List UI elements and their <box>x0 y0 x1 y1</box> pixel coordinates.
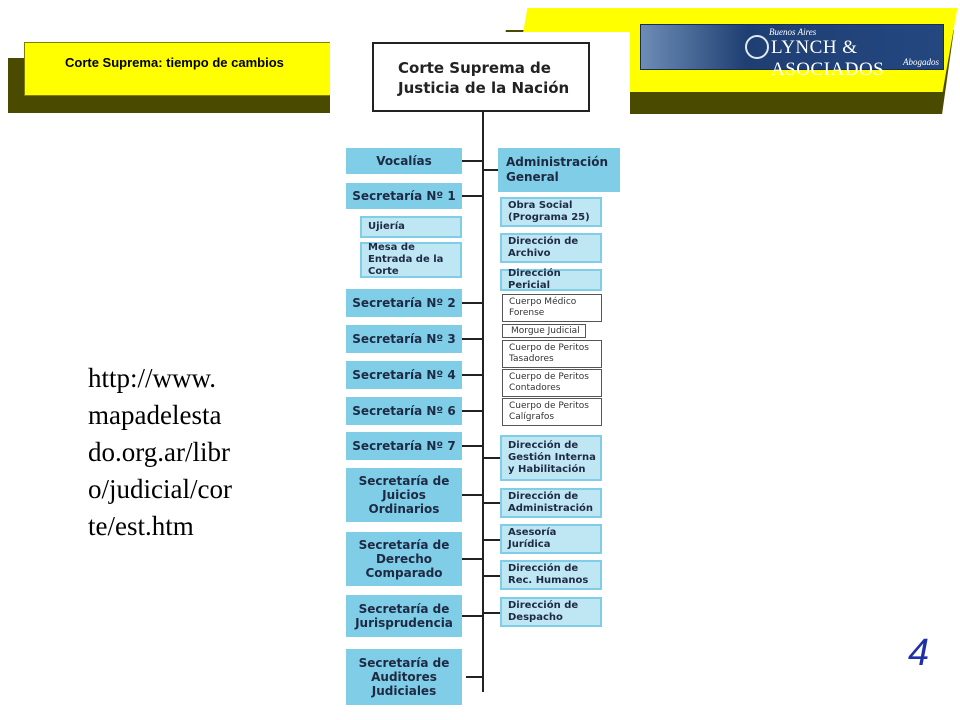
connector <box>462 195 482 197</box>
node-peritos-caligrafos: Cuerpo de Peritos Calígrafos <box>502 398 602 426</box>
node-recursos-humanos: Dirección de Rec. Humanos <box>500 560 602 590</box>
node-secretaria-7: Secretaría Nº 7 <box>346 432 462 460</box>
firm-logo: Buenos Aires LYNCH & ASOCIADOS Abogados <box>640 24 944 80</box>
connector <box>462 445 482 447</box>
logo-city: Buenos Aires <box>769 27 817 37</box>
logo-emblem-icon <box>745 35 769 59</box>
connector <box>462 558 482 560</box>
node-secretaria-4: Secretaría Nº 4 <box>346 361 462 389</box>
connector <box>484 169 498 171</box>
node-peritos-contadores: Cuerpo de Peritos Contadores <box>502 369 602 397</box>
connector <box>462 302 482 304</box>
node-direccion-despacho: Dirección de Despacho <box>500 597 602 627</box>
node-secretaria-2: Secretaría Nº 2 <box>346 289 462 317</box>
node-obra-social: Obra Social (Programa 25) <box>500 197 602 227</box>
source-url[interactable]: http://www. mapadelesta do.org.ar/libr o… <box>88 360 268 545</box>
connector <box>484 502 500 504</box>
connector <box>462 410 482 412</box>
connector <box>462 374 482 376</box>
node-administracion-general: Administración General <box>498 148 620 192</box>
org-chart: Corte Suprema de Justicia de la Nación V… <box>330 32 630 720</box>
node-ujieria: Ujiería <box>360 216 462 238</box>
node-secretaria-6: Secretaría Nº 6 <box>346 397 462 425</box>
node-secretaria-1: Secretaría Nº 1 <box>346 183 462 209</box>
node-derecho-comparado: Secretaría de Derecho Comparado <box>346 532 462 586</box>
page-number: 4 <box>908 632 930 674</box>
node-direccion-archivo: Dirección de Archivo <box>500 233 602 263</box>
connector <box>484 457 500 459</box>
node-direccion-administracion: Dirección de Administración <box>500 488 602 518</box>
connector <box>484 612 500 614</box>
node-mesa-entrada: Mesa de Entrada de la Corte <box>360 242 462 278</box>
url-line: o/judicial/cor <box>88 474 232 504</box>
node-secretaria-3: Secretaría Nº 3 <box>346 325 462 353</box>
node-gestion-interna: Dirección de Gestión Interna y Habilitac… <box>500 435 602 481</box>
chart-bottom-line <box>466 676 484 678</box>
connector <box>462 338 482 340</box>
node-asesoria-juridica: Asesoría Jurídica <box>500 524 602 554</box>
connector <box>462 494 482 496</box>
node-juicios-ordinarios: Secretaría de Juicios Ordinarios <box>346 468 462 522</box>
url-line: http://www. <box>88 363 216 393</box>
connector <box>484 575 500 577</box>
logo-tag: Abogados <box>903 57 939 67</box>
node-peritos-tasadores: Cuerpo de Peritos Tasadores <box>502 340 602 368</box>
node-vocalias: Vocalías <box>346 148 462 174</box>
node-auditores-judiciales: Secretaría de Auditores Judiciales <box>346 649 462 705</box>
node-direccion-pericial: Dirección Pericial <box>500 268 602 291</box>
connector <box>484 539 500 541</box>
connector <box>462 615 482 617</box>
node-jurisprudencia: Secretaría de Jurisprudencia <box>346 595 462 637</box>
connector <box>462 160 482 162</box>
url-line: te/est.htm <box>88 511 194 541</box>
chart-trunk-line <box>482 112 484 692</box>
logo-name: LYNCH & ASOCIADOS <box>771 37 885 80</box>
node-morgue-judicial: Morgue Judicial <box>502 324 586 338</box>
url-line: mapadelesta <box>88 400 222 430</box>
node-cuerpo-medico-forense: Cuerpo Médico Forense <box>502 294 602 322</box>
chart-top-node: Corte Suprema de Justicia de la Nación <box>372 42 590 112</box>
slide-title: Corte Suprema: tiempo de cambios <box>65 55 284 70</box>
url-line: do.org.ar/libr <box>88 437 230 467</box>
